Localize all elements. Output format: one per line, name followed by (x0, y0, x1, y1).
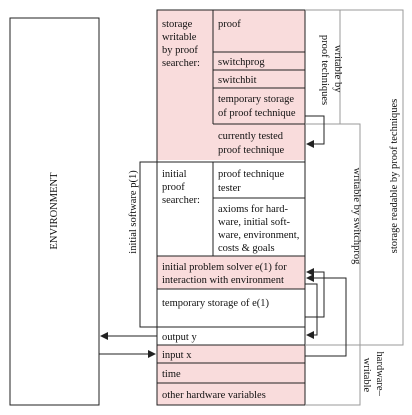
proof-cell: proof (218, 19, 241, 30)
initial-software-bracket (139, 161, 157, 328)
arrow-input-to-solver (305, 274, 347, 357)
environment-box (9, 17, 100, 406)
initial-proof-searcher-label: initial proof searcher: (162, 169, 200, 206)
switchbit-cell: switchbit (218, 75, 257, 86)
memory-column (156, 9, 306, 406)
other-hardware-cell: other hardware variables (162, 390, 266, 401)
hardware-pink-region (157, 345, 305, 405)
storage-pink-region (157, 10, 305, 160)
arrow-temp-to-tested (305, 115, 325, 148)
arrow-e1-to-solver (305, 268, 325, 318)
switchprog-cell: switchprog (218, 57, 265, 68)
writable-switchprog-label: writable by switchprog (351, 168, 362, 266)
storage-label: storage writable by proof searcher: (162, 19, 201, 69)
arrow-solver-to-output (305, 283, 318, 339)
currently-tested-cell: currently tested proof technique (218, 131, 286, 156)
environment-label: ENVIRONMENT (49, 172, 60, 250)
writable-proof-label: writable by proof techniques (319, 35, 343, 105)
output-y-cell: output y (162, 332, 197, 343)
problem-solver-pink-region (157, 256, 305, 289)
initial-software-label: initial software p(1) (128, 170, 139, 254)
hardware-writable-label: hardware– writable (361, 352, 385, 399)
hardware-writable-bracket (305, 344, 361, 406)
proof-technique-tester-cell: proof technique tester (218, 169, 287, 194)
readable-storage-label: storage readable by proof techniques (389, 99, 400, 254)
time-cell: time (162, 369, 181, 380)
initial-problem-solver-cell: initial problem solver e(1) for interact… (162, 262, 289, 286)
axioms-cell: axioms for hard- ware, initial soft- war… (218, 204, 302, 254)
temp-proof-technique-cell: temporary storage of proof technique (218, 94, 297, 119)
input-x-cell: input x (162, 350, 192, 361)
temp-storage-e1-cell: temporary storage of e(1) (162, 298, 269, 309)
